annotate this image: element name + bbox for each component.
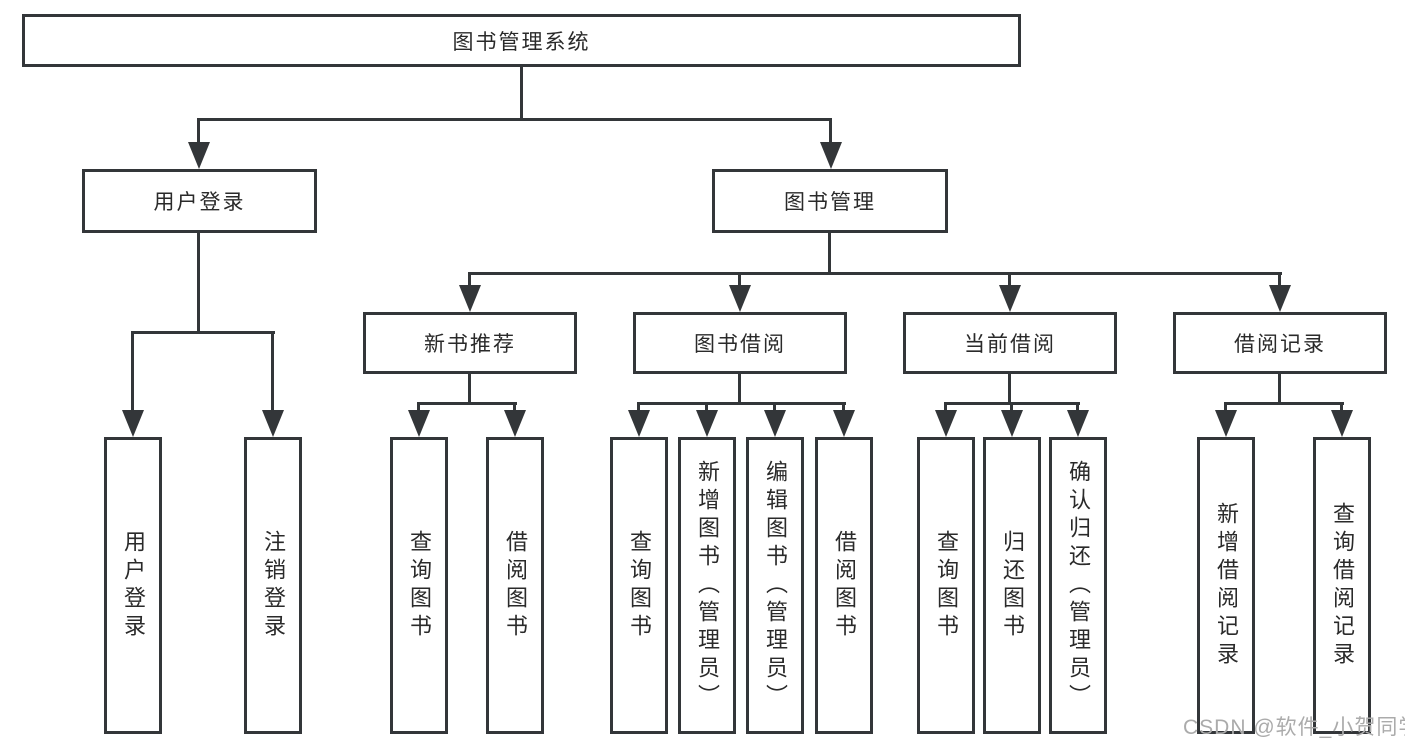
- node-book-management: 图书管理: [712, 169, 948, 233]
- leaf-user-login: 用户登录: [104, 437, 162, 734]
- connector-leaf-stem: [1010, 402, 1013, 412]
- leaf-label: 查询图书: [627, 529, 652, 642]
- connector-borrow-record-stem: [1278, 272, 1281, 288]
- leaf-label: 查询图书: [407, 529, 432, 642]
- arrow-down-current-borrow-icon: [999, 285, 1021, 312]
- arrow-down-leaf-icon: [1001, 410, 1023, 437]
- leaf-label: 编辑图书（管理员）: [763, 459, 788, 712]
- leaf-label: 借阅图书: [503, 529, 528, 642]
- node-library-management-system: 图书管理系统: [22, 14, 1021, 67]
- node-current-borrow: 当前借阅: [903, 312, 1117, 374]
- arrow-down-leaf-icon: [935, 410, 957, 437]
- node-borrow-record: 借阅记录: [1173, 312, 1387, 374]
- connector-leaf-stem: [1076, 402, 1079, 412]
- arrow-down-leaf-icon: [696, 410, 718, 437]
- arrow-down-leaf-user-login-icon: [122, 410, 144, 437]
- node-new-book-recommend: 新书推荐: [363, 312, 577, 374]
- arrow-down-leaf-icon: [764, 410, 786, 437]
- node-user-login: 用户登录: [82, 169, 317, 233]
- connector-book-management-down: [828, 233, 831, 274]
- leaf-edit-book-admin: 编辑图书（管理员）: [746, 437, 804, 734]
- arrow-down-leaf-icon: [504, 410, 526, 437]
- arrow-down-leaf-icon: [408, 410, 430, 437]
- connector-user-login-down: [197, 233, 200, 334]
- leaf-label: 查询借阅记录: [1330, 501, 1355, 670]
- connector-borrow-record-down: [1278, 374, 1281, 404]
- arrow-down-borrow-record-icon: [1269, 285, 1291, 312]
- connector-book-management-horizontal: [468, 272, 1282, 275]
- leaf-label: 借阅图书: [832, 529, 857, 642]
- arrow-down-new-book-recommend-icon: [459, 285, 481, 312]
- connector-new-book-recommend-stem: [468, 272, 471, 288]
- leaf-query-borrow-record: 查询借阅记录: [1313, 437, 1371, 734]
- arrow-down-leaf-icon: [1331, 410, 1353, 437]
- arrow-down-leaf-logout-icon: [262, 410, 284, 437]
- arrow-down-book-borrow-icon: [729, 285, 751, 312]
- arrow-down-leaf-icon: [1215, 410, 1237, 437]
- connector-book-management-stem: [829, 118, 832, 146]
- connector-leaf-user-login-stem: [131, 331, 134, 412]
- connector-root-horizontal: [197, 118, 832, 121]
- connector-leaf-stem: [637, 402, 640, 412]
- arrow-down-leaf-icon: [628, 410, 650, 437]
- leaf-confirm-return-admin: 确认归还（管理员）: [1049, 437, 1107, 734]
- connector-user-login-horizontal: [131, 331, 275, 334]
- arrow-down-book-management-icon: [820, 142, 842, 169]
- connector-leaf-stem: [842, 402, 845, 412]
- leaf-logout: 注销登录: [244, 437, 302, 734]
- connector-leaf-stem: [1340, 402, 1343, 412]
- connector-leaf-stem: [513, 402, 516, 412]
- connector-book-borrow-stem: [738, 272, 741, 288]
- leaf-label: 确认归还（管理员）: [1066, 459, 1091, 712]
- leaf-label: 归还图书: [1000, 529, 1025, 642]
- leaf-query-books-current: 查询图书: [917, 437, 975, 734]
- leaf-label: 查询图书: [934, 529, 959, 642]
- arrow-down-user-login-icon: [188, 142, 210, 169]
- connector-borrow-record-horizontal: [1224, 402, 1344, 405]
- connector-leaf-stem: [705, 402, 708, 412]
- leaf-label: 注销登录: [261, 529, 286, 642]
- node-book-borrow: 图书借阅: [633, 312, 847, 374]
- connector-leaf-stem: [417, 402, 420, 412]
- connector-book-borrow-horizontal: [637, 402, 846, 405]
- connector-current-borrow-stem: [1008, 272, 1011, 288]
- leaf-label: 新增图书（管理员）: [695, 459, 720, 712]
- leaf-query-books-recommend: 查询图书: [390, 437, 448, 734]
- connector-leaf-logout-stem: [271, 331, 274, 412]
- leaf-borrow-books-borrow: 借阅图书: [815, 437, 873, 734]
- connector-new-book-recommend-down: [468, 374, 471, 404]
- leaf-query-books-borrow: 查询图书: [610, 437, 668, 734]
- leaf-borrow-books-recommend: 借阅图书: [486, 437, 544, 734]
- connector-root-stem: [520, 66, 523, 121]
- leaf-return-book: 归还图书: [983, 437, 1041, 734]
- arrow-down-leaf-icon: [833, 410, 855, 437]
- connector-leaf-stem: [944, 402, 947, 412]
- leaf-add-book-admin: 新增图书（管理员）: [678, 437, 736, 734]
- connector-new-book-recommend-horizontal: [417, 402, 517, 405]
- connector-user-login-stem: [197, 118, 200, 146]
- connector-book-borrow-down: [738, 374, 741, 404]
- leaf-label: 用户登录: [121, 529, 146, 642]
- connector-leaf-stem: [773, 402, 776, 412]
- csdn-watermark: CSDN @软件_小贺同学: [1183, 716, 1405, 739]
- leaf-label: 新增借阅记录: [1214, 501, 1239, 670]
- connector-current-borrow-down: [1008, 374, 1011, 404]
- leaf-add-borrow-record: 新增借阅记录: [1197, 437, 1255, 734]
- arrow-down-leaf-icon: [1067, 410, 1089, 437]
- connector-leaf-stem: [1224, 402, 1227, 412]
